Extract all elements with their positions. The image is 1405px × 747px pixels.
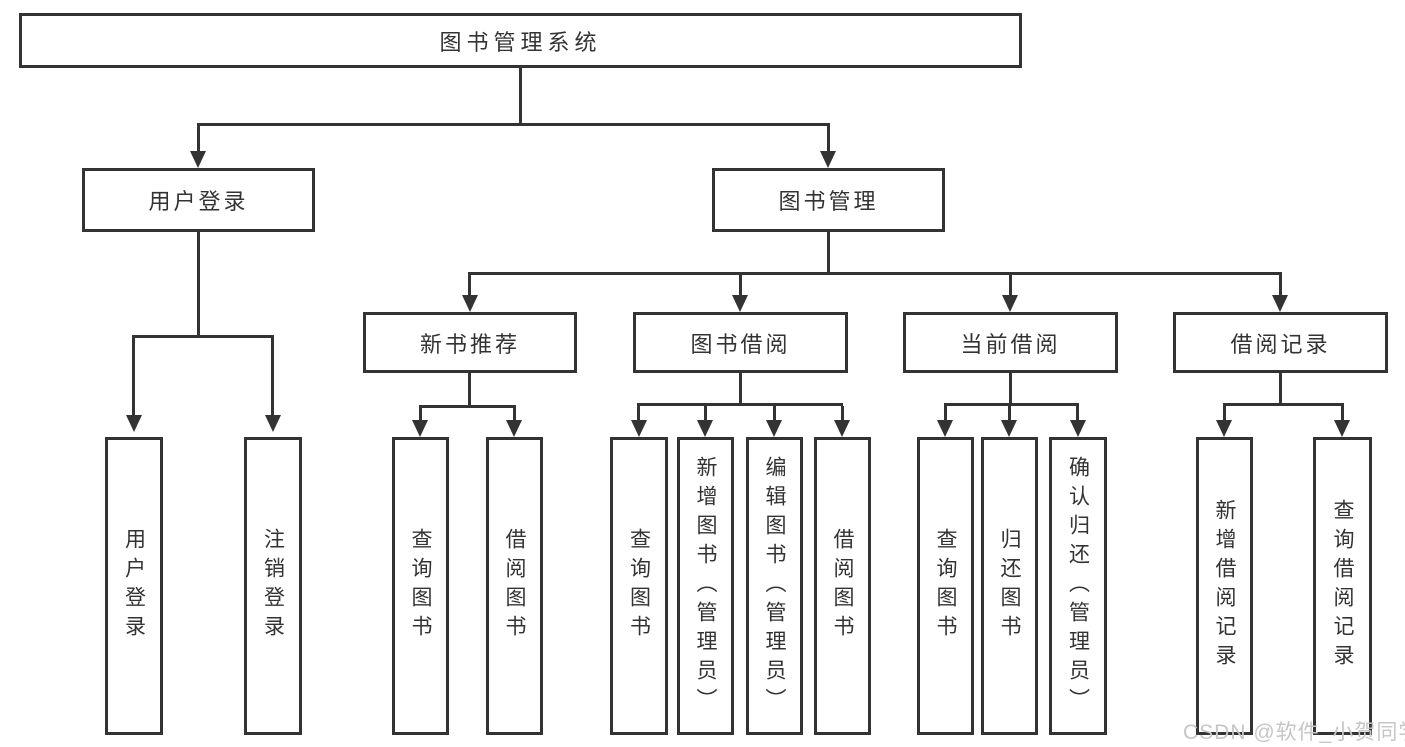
arrow-down-icon <box>631 420 647 437</box>
arrow-down-icon <box>506 420 522 437</box>
arrow-down-icon <box>412 420 428 437</box>
arrow-down-icon <box>1334 420 1350 437</box>
connector-line <box>827 232 830 272</box>
arrow-down-icon <box>937 420 953 437</box>
connector-line <box>419 405 516 408</box>
leaf-borrow-books-borrowing: 借阅图书 <box>814 437 871 735</box>
csdn-watermark: CSDN @软件_小贺同学 <box>1183 721 1405 744</box>
connector-line <box>1009 275 1012 295</box>
node-borrowing-records: 借阅记录 <box>1173 312 1388 373</box>
leaf-confirm-return-admin: 确认归还（管理员） <box>1049 437 1107 735</box>
connector-line <box>827 126 830 151</box>
connector-line <box>513 408 516 420</box>
connector-line <box>637 403 843 406</box>
connector-line <box>419 408 422 420</box>
connector-line <box>1223 403 1344 406</box>
connector-line <box>1223 406 1226 420</box>
connector-line <box>944 403 1079 406</box>
connector-line <box>773 406 776 420</box>
connector-line <box>739 275 742 295</box>
connector-line <box>519 68 522 123</box>
connector-line <box>739 373 742 403</box>
arrow-down-icon <box>834 420 850 437</box>
arrow-down-icon <box>126 415 142 432</box>
node-new-book-recommend: 新书推荐 <box>363 312 577 373</box>
leaf-add-book-admin: 新增图书（管理员） <box>677 437 734 735</box>
leaf-add-borrow-record: 新增借阅记录 <box>1196 437 1253 735</box>
connector-line <box>197 123 830 126</box>
leaf-user-login: 用户登录 <box>105 437 163 735</box>
node-user-login: 用户登录 <box>82 168 315 232</box>
leaf-logout: 注销登录 <box>244 437 302 735</box>
connector-line <box>637 406 640 420</box>
connector-line <box>468 275 471 295</box>
connector-line <box>1341 406 1344 420</box>
node-library-management-system: 图书管理系统 <box>19 13 1022 68</box>
arrow-down-icon <box>820 151 836 168</box>
node-book-management: 图书管理 <box>712 168 945 232</box>
arrow-down-icon <box>1002 295 1018 312</box>
connector-line <box>132 335 274 338</box>
connector-line <box>468 373 471 407</box>
node-current-borrowing: 当前借阅 <box>903 312 1118 373</box>
leaf-return-books: 归还图书 <box>981 437 1038 735</box>
leaf-edit-book-admin: 编辑图书（管理员） <box>746 437 803 735</box>
connector-line <box>1009 373 1012 403</box>
arrow-down-icon <box>732 295 748 312</box>
leaf-query-borrow-record: 查询借阅记录 <box>1313 437 1372 735</box>
leaf-borrow-books-recommend: 借阅图书 <box>486 437 543 735</box>
connector-line <box>841 406 844 420</box>
arrow-down-icon <box>190 151 206 168</box>
connector-line <box>1008 406 1011 420</box>
connector-line <box>197 126 200 151</box>
arrow-down-icon <box>697 420 713 437</box>
arrow-down-icon <box>1070 420 1086 437</box>
connector-line <box>1279 373 1282 403</box>
connector-line <box>468 272 1282 275</box>
connector-line <box>944 406 947 420</box>
leaf-query-books-borrowing: 查询图书 <box>610 437 668 735</box>
connector-line <box>132 338 135 415</box>
arrow-down-icon <box>1272 295 1288 312</box>
leaf-query-books-current: 查询图书 <box>917 437 974 735</box>
connector-line <box>1076 406 1079 420</box>
arrow-down-icon <box>1216 420 1232 437</box>
arrow-down-icon <box>462 295 478 312</box>
arrow-down-icon <box>265 415 281 432</box>
node-book-borrowing: 图书借阅 <box>633 312 848 373</box>
connector-line <box>1279 275 1282 295</box>
arrow-down-icon <box>1001 420 1017 437</box>
connector-line <box>197 232 200 335</box>
connector-line <box>271 338 274 415</box>
leaf-query-books-recommend: 查询图书 <box>392 437 449 735</box>
connector-line <box>704 406 707 420</box>
arrow-down-icon <box>766 420 782 437</box>
